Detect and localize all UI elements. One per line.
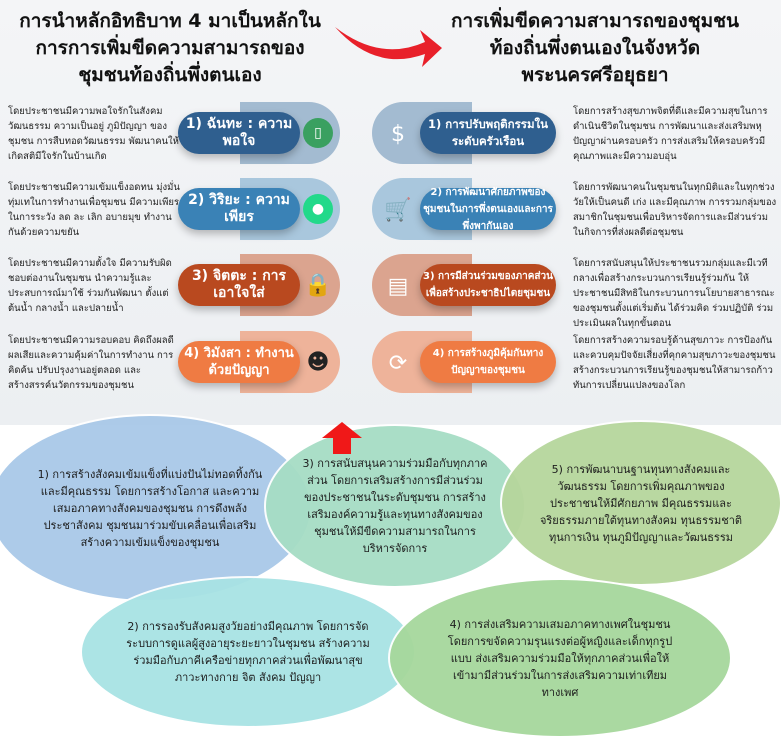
document-icon: ▤ [387, 273, 409, 299]
money-cycle-icon: ⟳ [388, 350, 408, 376]
left-item-description: โดยประชาชนมีความพอใจรักในสังคม วัฒนธรรม … [8, 106, 179, 162]
money-coins-icon: $ [391, 121, 405, 147]
left-item-description: โดยประชาชนมีความเข้มแข็งอดทน มุ่งมั่นทุ่… [8, 182, 180, 238]
phone-icon: ▯ [303, 118, 333, 148]
left-item-pill: 4) วิมังสา : ทำงานด้วยปัญญา [178, 341, 300, 383]
strategy-ellipse: 1) การสร้างสังคมเข้มแข็งที่แบ่งปันไม่ทอด… [0, 414, 312, 602]
right-item-pill: 1) การปรับพฤติกรรมในระดับครัวเรือน [420, 112, 556, 154]
strategy-ellipse: 5) การพัฒนาบนฐานทุนทางสังคมและวัฒนธรรม โ… [500, 420, 781, 586]
lock-chip-icon: 🔒 [304, 272, 332, 298]
right-item-description: โดยการสร้างสุขภาพจิตที่ดีและมีความสุขในก… [573, 106, 768, 162]
cart-check-icon: 🛒 [384, 197, 412, 223]
dj-person-icon: ☻ [306, 349, 330, 375]
left-item-pill: 3) จิตตะ : การเอาใจใส่ [178, 264, 300, 306]
right-item-pill: 4) การสร้างภูมิคุ้มกันทางปัญญาของชุมชน [420, 341, 556, 383]
right-item-pill: 2) การพัฒนาศักยภาพของชุมชนในการพึ่งตนเอง… [420, 187, 556, 232]
left-item-description: โดยประชาชนมีความตั้งใจ มีความรับผิดชอบต่… [8, 258, 172, 314]
left-title: การนำหลักอิทธิบาท 4 มาเป็นหลักใน การการเ… [19, 10, 321, 86]
up-arrow-icon [322, 422, 362, 454]
left-item-description: โดยประชาชนมีความรอบคอบ คิดถึงผลดี ผลเสีย… [8, 335, 174, 391]
right-title: การเพิ่มขีดความสามารถของชุมชน ท้องถิ่นพึ… [451, 10, 739, 86]
right-item-description: โดยการสนับสนุนให้ประชาชนรวมกลุ่มและมีเวท… [573, 258, 775, 329]
right-item-pill: 3) การมีส่วนร่วมของภาคส่วนเพื่อสร้างประช… [420, 264, 556, 306]
strategy-text: 5) การพัฒนาบนฐานทุนทางสังคมและวัฒนธรรม โ… [539, 462, 743, 544]
curved-arrow-icon [335, 27, 442, 67]
right-item-description: โดยการสร้างความรอบรู้ด้านสุขภาวะ การป้อง… [573, 335, 776, 391]
strategy-ellipse: 3) การสนับสนุนความร่วมมือกับทุกภาคส่วน โ… [264, 424, 526, 588]
strategy-ellipse: 4) การส่งเสริมความเสมอภาคทางเพศในชุมชน โ… [388, 578, 732, 738]
chat-bubble-icon: ● [303, 194, 333, 224]
strategy-text: 2) การรองรับสังคมสูงวัยอย่างมีคุณภาพ โดย… [126, 620, 370, 684]
left-item-pill: 2) วิริยะ : ความเพียร [178, 188, 300, 230]
left-item-pill: 1) ฉันทะ : ความพอใจ [178, 112, 300, 154]
strategy-text: 3) การสนับสนุนความร่วมมือกับทุกภาคส่วน โ… [302, 457, 488, 555]
strategy-ellipse: 2) การรองรับสังคมสูงวัยอย่างมีคุณภาพ โดย… [80, 576, 416, 728]
right-item-description: โดยการพัฒนาคนในชุมชนในทุกมิติและในทุกช่ว… [573, 182, 777, 238]
strategy-text: 4) การส่งเสริมความเสมอภาคทางเพศในชุมชน โ… [447, 617, 673, 699]
strategy-text: 1) การสร้างสังคมเข้มแข็งที่แบ่งปันไม่ทอด… [37, 467, 263, 549]
